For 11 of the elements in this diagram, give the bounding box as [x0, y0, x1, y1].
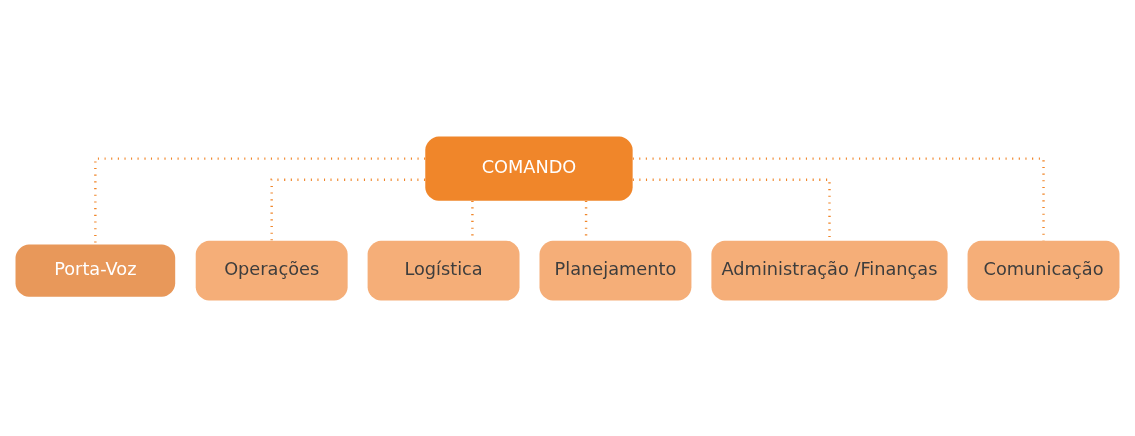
connector	[632, 177, 831, 240]
node-box: Logística	[367, 240, 520, 301]
connector	[270, 177, 426, 240]
node-box: Porta-Voz	[15, 244, 176, 297]
connector	[94, 156, 426, 244]
node-box: Administração /Finanças	[711, 240, 948, 301]
node-box: Planejamento	[539, 240, 692, 301]
connector	[632, 156, 1045, 241]
node-box: Operações	[195, 240, 348, 301]
node-box: Comunicação	[967, 240, 1120, 301]
node-box: COMANDO	[425, 135, 633, 201]
